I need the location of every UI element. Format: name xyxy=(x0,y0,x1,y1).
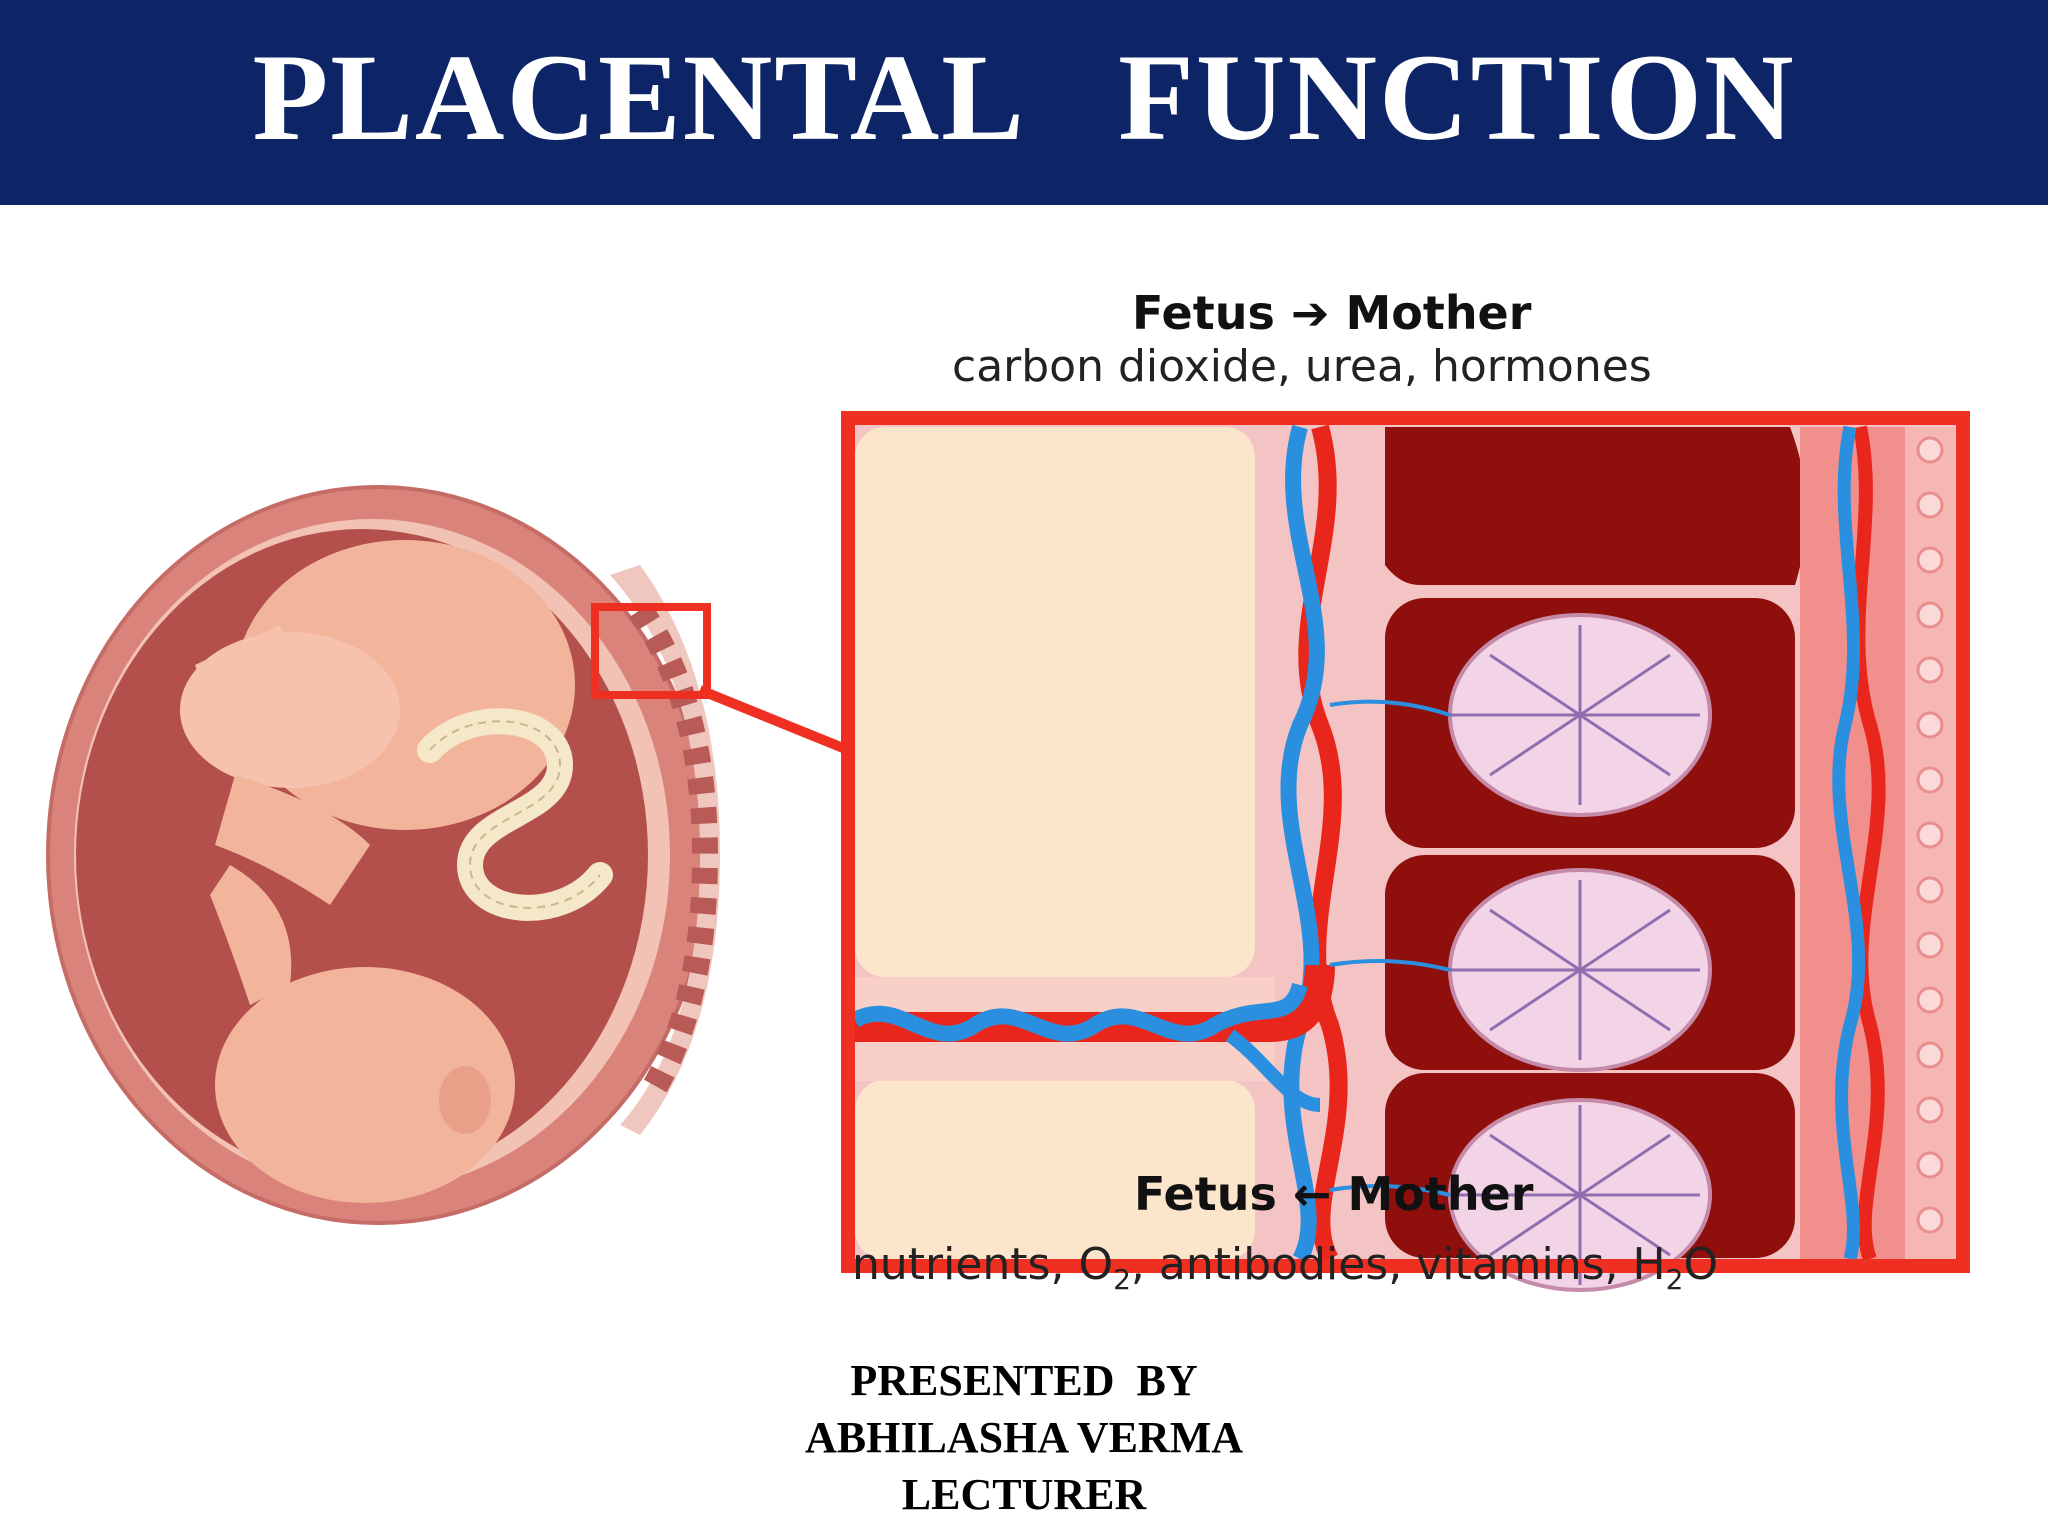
villus-1 xyxy=(1329,613,1712,817)
fetal-vein-trunk xyxy=(1280,424,1325,1263)
oxygen-subscript: 2 xyxy=(1113,1263,1131,1296)
umbilical-vein xyxy=(851,982,1308,1042)
presenter-role: LECTURER xyxy=(901,1470,1147,1519)
presented-by-line: PRESENTED BY xyxy=(850,1356,1198,1405)
uterine-cells xyxy=(1916,436,1944,1234)
presenter-credits: PRESENTED BY ABHILASHA VERMA LECTURER xyxy=(0,1352,2048,1523)
umbilical-cord-texture xyxy=(429,720,601,909)
placenta-illustration xyxy=(46,411,1970,1292)
page-title: PLACENTAL FUNCTION xyxy=(252,29,1796,166)
zoom-panel-frame xyxy=(841,411,1970,1273)
water-subscript: 2 xyxy=(1665,1263,1684,1296)
fetus-leg-lower xyxy=(215,775,370,905)
fetus-arm xyxy=(210,865,292,1005)
placenta-diagram: Fetus ➔ Mother carbon dioxide, urea, hor… xyxy=(0,205,2048,1335)
villus-2 xyxy=(1329,868,1712,1072)
fetal-artery-trunk xyxy=(1298,424,1348,1264)
fetus xyxy=(180,540,613,1203)
placenta-villi-edge xyxy=(629,602,719,1102)
top-substances-label: carbon dioxide, urea, hormones xyxy=(952,341,1652,392)
umbilical-vein-branch xyxy=(1225,1029,1321,1112)
title-banner: PLACENTAL FUNCTION xyxy=(0,0,2048,205)
presenter-name: ABHILASHA VERMA xyxy=(804,1413,1244,1462)
umbilical-artery xyxy=(855,964,1335,1042)
placenta-zoom xyxy=(841,411,1970,1292)
decidua-layer xyxy=(1800,427,1910,1259)
villus-3 xyxy=(1329,1098,1712,1292)
chorionic-villi xyxy=(1329,613,1712,1292)
chorion-block-lower xyxy=(855,1080,1255,1260)
maternal-vein xyxy=(1832,425,1866,1261)
maternal-artery xyxy=(1851,425,1886,1262)
bottom-direction-label: Fetus ← Mother xyxy=(1134,1167,1534,1221)
intervillous-space-1 xyxy=(1385,427,1807,585)
chorion-block-upper xyxy=(855,427,1255,977)
zoom-highlight-box xyxy=(591,603,711,699)
zoom-connector-line xyxy=(698,685,850,755)
bottom-substances-part-a: nutrients, O xyxy=(852,1239,1114,1290)
top-direction-label: Fetus ➔ Mother xyxy=(1132,286,1532,340)
uterus-illustration xyxy=(46,485,850,1225)
bottom-substances-part-b: , antibodies, vitamins, H xyxy=(1130,1239,1666,1290)
bottom-substances-part-c: O xyxy=(1683,1239,1719,1290)
fetus-head xyxy=(215,967,515,1203)
fetus-ear xyxy=(439,1066,491,1134)
fetus-foot xyxy=(195,625,300,725)
bottom-substances-label: nutrients, O2, antibodies, vitamins, H2O xyxy=(852,1243,1718,1294)
